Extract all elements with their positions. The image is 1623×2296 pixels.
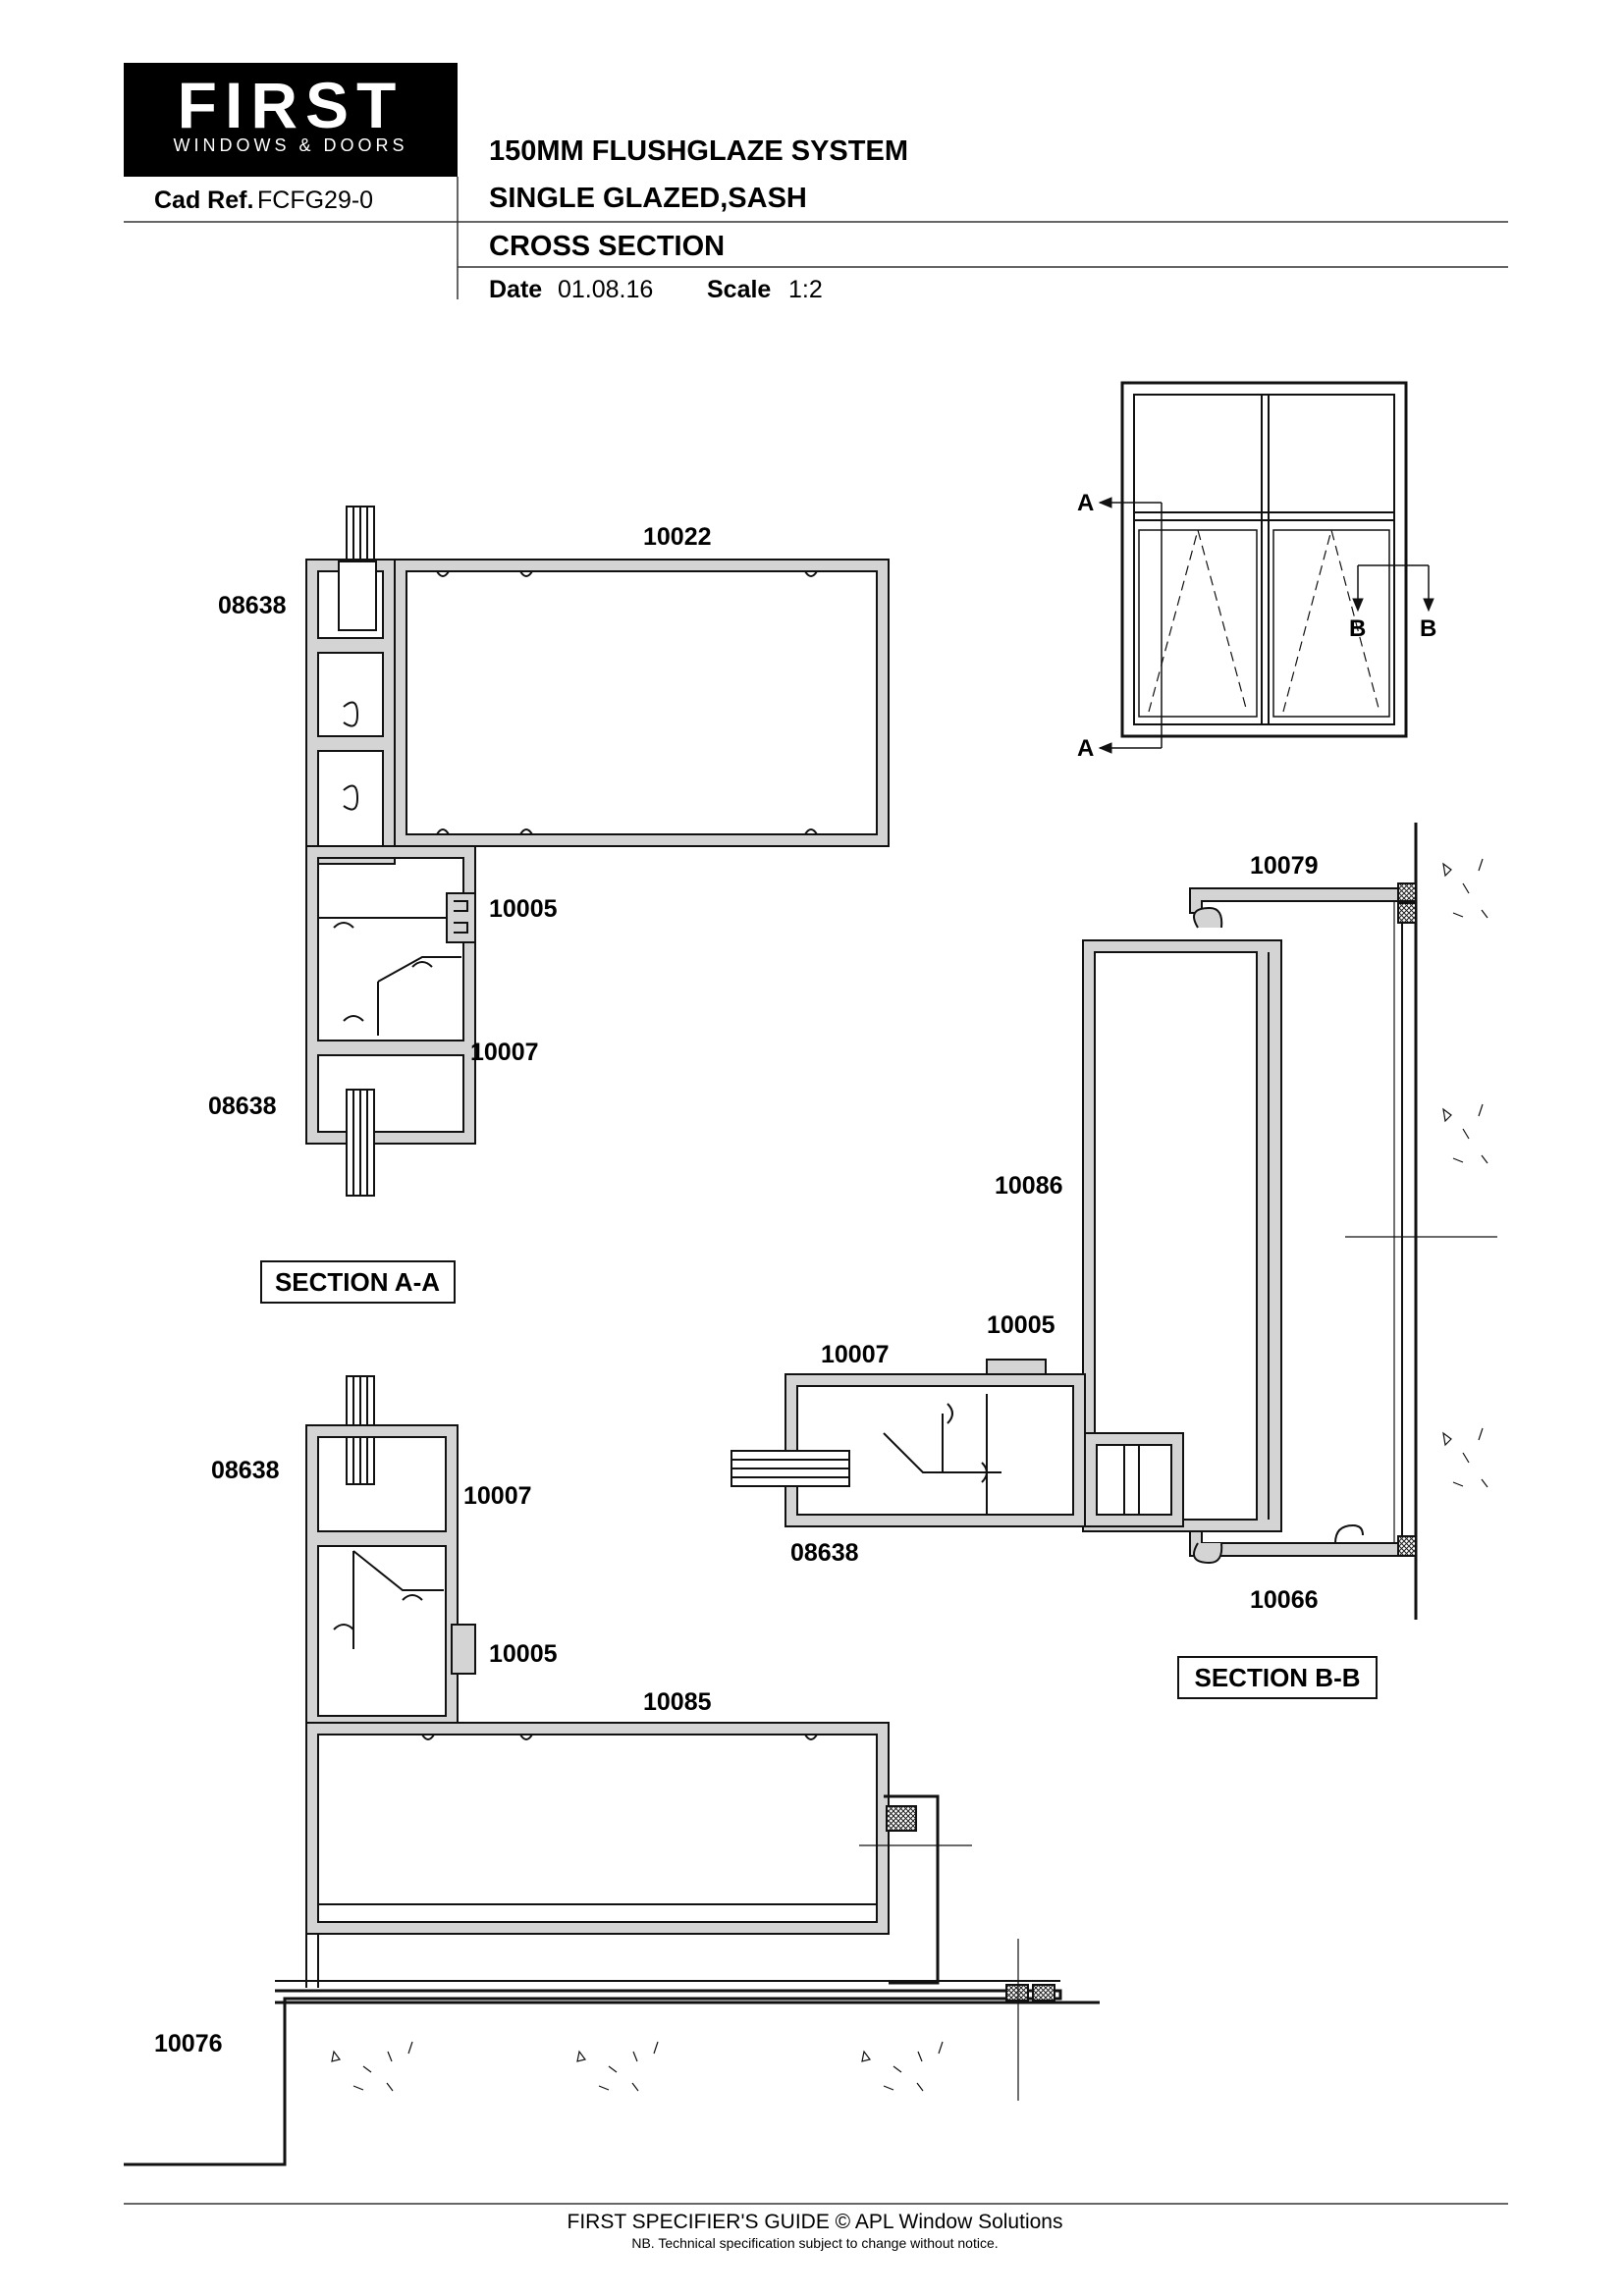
footer-line-1: FIRST SPECIFIER'S GUIDE © APL Window Sol…	[568, 2211, 1063, 2233]
title-block: FIRST WINDOWS & DOORS Cad Ref. FCFG29-0 …	[124, 63, 1508, 303]
section-a-a-title: SECTION A-A	[275, 1267, 440, 1297]
title-line-1: 150MM FLUSHGLAZE SYSTEM	[489, 135, 908, 167]
label-08638-aa-bottom: 08638	[208, 1093, 277, 1120]
label-10007-sill: 10007	[463, 1482, 532, 1510]
label-10007-aa: 10007	[470, 1039, 539, 1066]
label-10076: 10076	[154, 2030, 223, 2057]
label-08638-bb: 08638	[790, 1539, 859, 1567]
glass-pane-bottom	[346, 1089, 375, 1197]
label-10005-aa: 10005	[489, 895, 558, 923]
scale-value: 1:2	[788, 276, 823, 303]
sill-section-drawing	[124, 1375, 1100, 2166]
title-line-2: SINGLE GLAZED,SASH	[489, 183, 807, 214]
date-label: Date	[489, 276, 542, 303]
cad-ref-value: FCFG29-0	[257, 187, 373, 214]
logo-subtext: WINDOWS & DOORS	[174, 135, 408, 155]
section-b-b-drawing	[730, 823, 1497, 1620]
label-10079: 10079	[1250, 852, 1319, 880]
concrete-hatch	[331, 2041, 944, 2092]
glass-pane-b-b	[730, 1450, 850, 1487]
label-10005-sill: 10005	[489, 1640, 558, 1668]
title-line-3: CROSS SECTION	[489, 231, 725, 262]
cad-ref-label: Cad Ref.	[154, 187, 253, 214]
concrete-hatch-b-b	[1442, 858, 1488, 1488]
section-a-a-drawing	[305, 506, 890, 1197]
label-08638-top: 08638	[218, 592, 287, 619]
marker-a-bottom: A	[1077, 735, 1094, 762]
scale-label: Scale	[707, 276, 771, 303]
label-10007-bb: 10007	[821, 1341, 890, 1368]
footer-line-2: NB. Technical specification subject to c…	[631, 2235, 998, 2251]
marker-a-top: A	[1077, 490, 1094, 516]
logo-text: FIRST	[178, 69, 405, 141]
logo-box	[124, 63, 458, 177]
section-a-a-title-box: SECTION A-A	[260, 1260, 456, 1304]
section-b-b-title-box: SECTION B-B	[1177, 1656, 1378, 1699]
key-plan	[1098, 381, 1434, 754]
date-value: 01.08.16	[558, 276, 653, 303]
section-b-b-title: SECTION B-B	[1195, 1663, 1361, 1692]
marker-b-right: B	[1420, 615, 1436, 642]
label-10005-bb: 10005	[987, 1311, 1055, 1339]
label-10085: 10085	[643, 1688, 712, 1716]
marker-b-left: B	[1349, 615, 1366, 642]
label-10066: 10066	[1250, 1586, 1319, 1614]
label-10022: 10022	[643, 523, 712, 551]
label-08638-sill: 08638	[211, 1457, 280, 1484]
label-10086: 10086	[995, 1172, 1063, 1200]
